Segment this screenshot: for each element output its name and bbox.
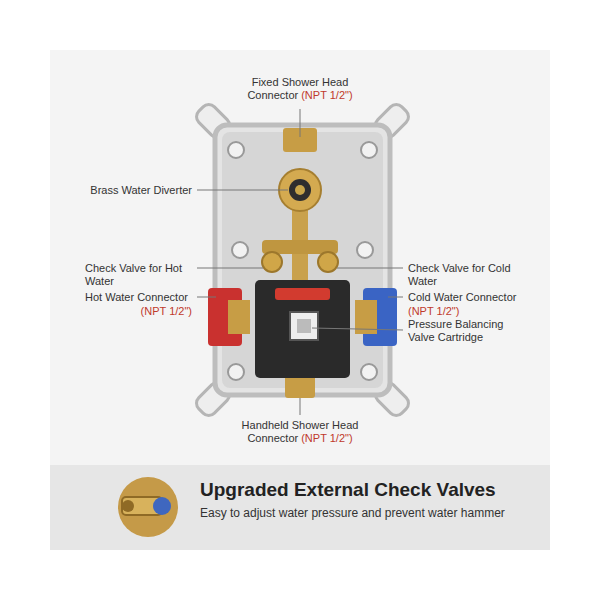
part-label: Hot Water Connector [85,291,188,303]
part-label: Cold Water Connector [408,291,516,303]
callout-group: Brass Water Diverter [70,184,192,197]
callout-group: Check Valve for Hot Water [85,262,193,288]
part-label: Pressure Balancing Valve Cartridge [408,318,503,343]
callout-group: Handheld Shower Head Connector(NPT 1/2") [225,419,375,445]
part-label: Check Valve for Cold Water [408,262,511,287]
part-label: Brass Water Diverter [90,184,192,196]
thread-size: (NPT 1/2") [408,305,459,317]
thread-size: (NPT 1/2") [301,432,352,444]
feature-title: Upgraded External Check Valves [200,478,545,502]
callout-group: Pressure Balancing Valve Cartridge [408,318,508,344]
thread-size: (NPT 1/2") [141,305,192,317]
callout-group: (NPT 1/2") [85,305,192,318]
callout-group: (NPT 1/2") [408,305,508,318]
callout-group: Hot Water Connector [85,291,195,304]
feature-subtitle: Easy to adjust water pressure and preven… [200,505,545,521]
thread-size: (NPT 1/2") [301,89,352,101]
part-label: Check Valve for Hot Water [85,262,182,287]
feature-band: Upgraded External Check ValvesEasy to ad… [200,478,545,521]
callout-group: Fixed Shower Head Connector(NPT 1/2") [235,76,365,102]
callout-group: Cold Water Connector [408,291,538,304]
callout-group: Check Valve for Cold Water [408,262,520,288]
